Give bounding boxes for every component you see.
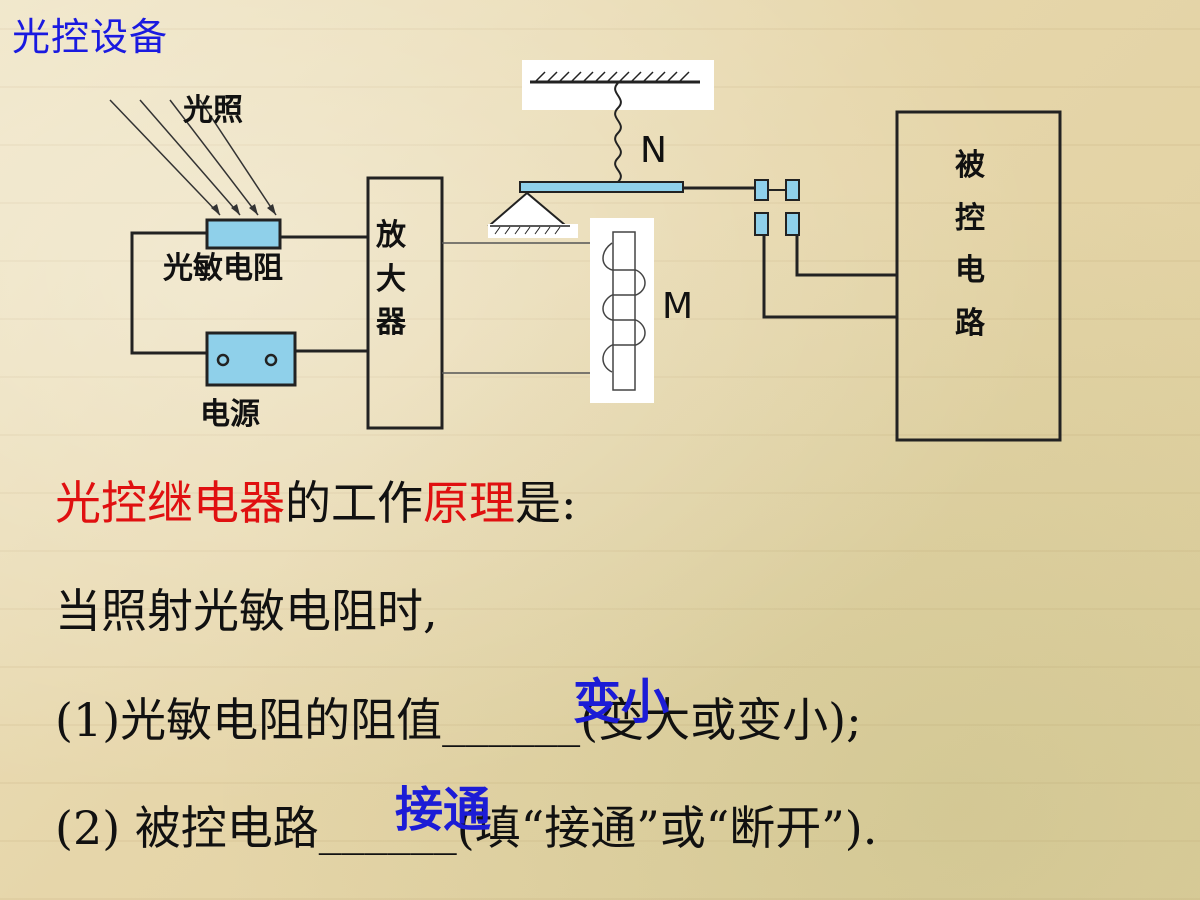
controlled-circuit-label: 被 控 电 路 <box>953 140 987 350</box>
photoresistor <box>205 218 282 250</box>
question-2-prefix: (2) 被控电路 <box>55 801 319 855</box>
question-1-suffix: (变大或变小); <box>580 693 862 747</box>
question-1-blank: ______ <box>442 693 581 747</box>
amplifier-label: 放 大 器 <box>374 214 408 345</box>
principle-heading: 光控继电器的工作原理是: <box>55 480 577 526</box>
photoresistor-label: 光敏电阻 <box>163 251 283 286</box>
question-1-prefix: (1)光敏电阻的阻值 <box>55 693 443 747</box>
heading-text: 是: <box>515 476 577 530</box>
heading-text: 的工作 <box>285 476 423 530</box>
coil-label: M <box>662 286 694 327</box>
heading-term: 光控继电器 <box>55 476 285 530</box>
controlled-circuit-box <box>895 110 1062 442</box>
question-2: (2) 被控电路______(填“接通”或“断开”). <box>55 805 877 851</box>
controlled-char: 控 <box>955 200 985 236</box>
amplifier-box <box>366 176 444 430</box>
answer-2: 接通 <box>395 782 492 838</box>
light-rays <box>109 99 277 216</box>
controlled-char: 路 <box>955 305 985 341</box>
power-label: 电源 <box>200 397 260 432</box>
light-control-diagram <box>109 60 1062 442</box>
condition-line: 当照射光敏电阻时, <box>55 584 438 638</box>
question-1: (1)光敏电阻的阻值______(变大或变小); <box>55 697 862 743</box>
coil-winding <box>602 242 646 373</box>
heading-term: 原理 <box>423 476 515 530</box>
spring <box>614 82 622 183</box>
controlled-char: 电 <box>955 253 985 288</box>
amplifier-char: 放 <box>376 218 406 253</box>
amplifier-char: 器 <box>376 305 406 340</box>
spring-label: N <box>640 130 667 171</box>
light-label: 光照 <box>183 93 243 128</box>
question-2-suffix: (填“接通”或“断开”). <box>456 801 878 855</box>
power-source <box>205 331 297 387</box>
armature-bar <box>519 181 684 193</box>
amplifier-char: 大 <box>376 261 406 297</box>
controlled-char: 被 <box>955 148 985 183</box>
coil-core <box>612 231 636 391</box>
answer-1: 变小 <box>573 674 670 730</box>
question-2-blank: ______ <box>318 801 457 855</box>
page-title: 光控设备 <box>12 15 169 59</box>
